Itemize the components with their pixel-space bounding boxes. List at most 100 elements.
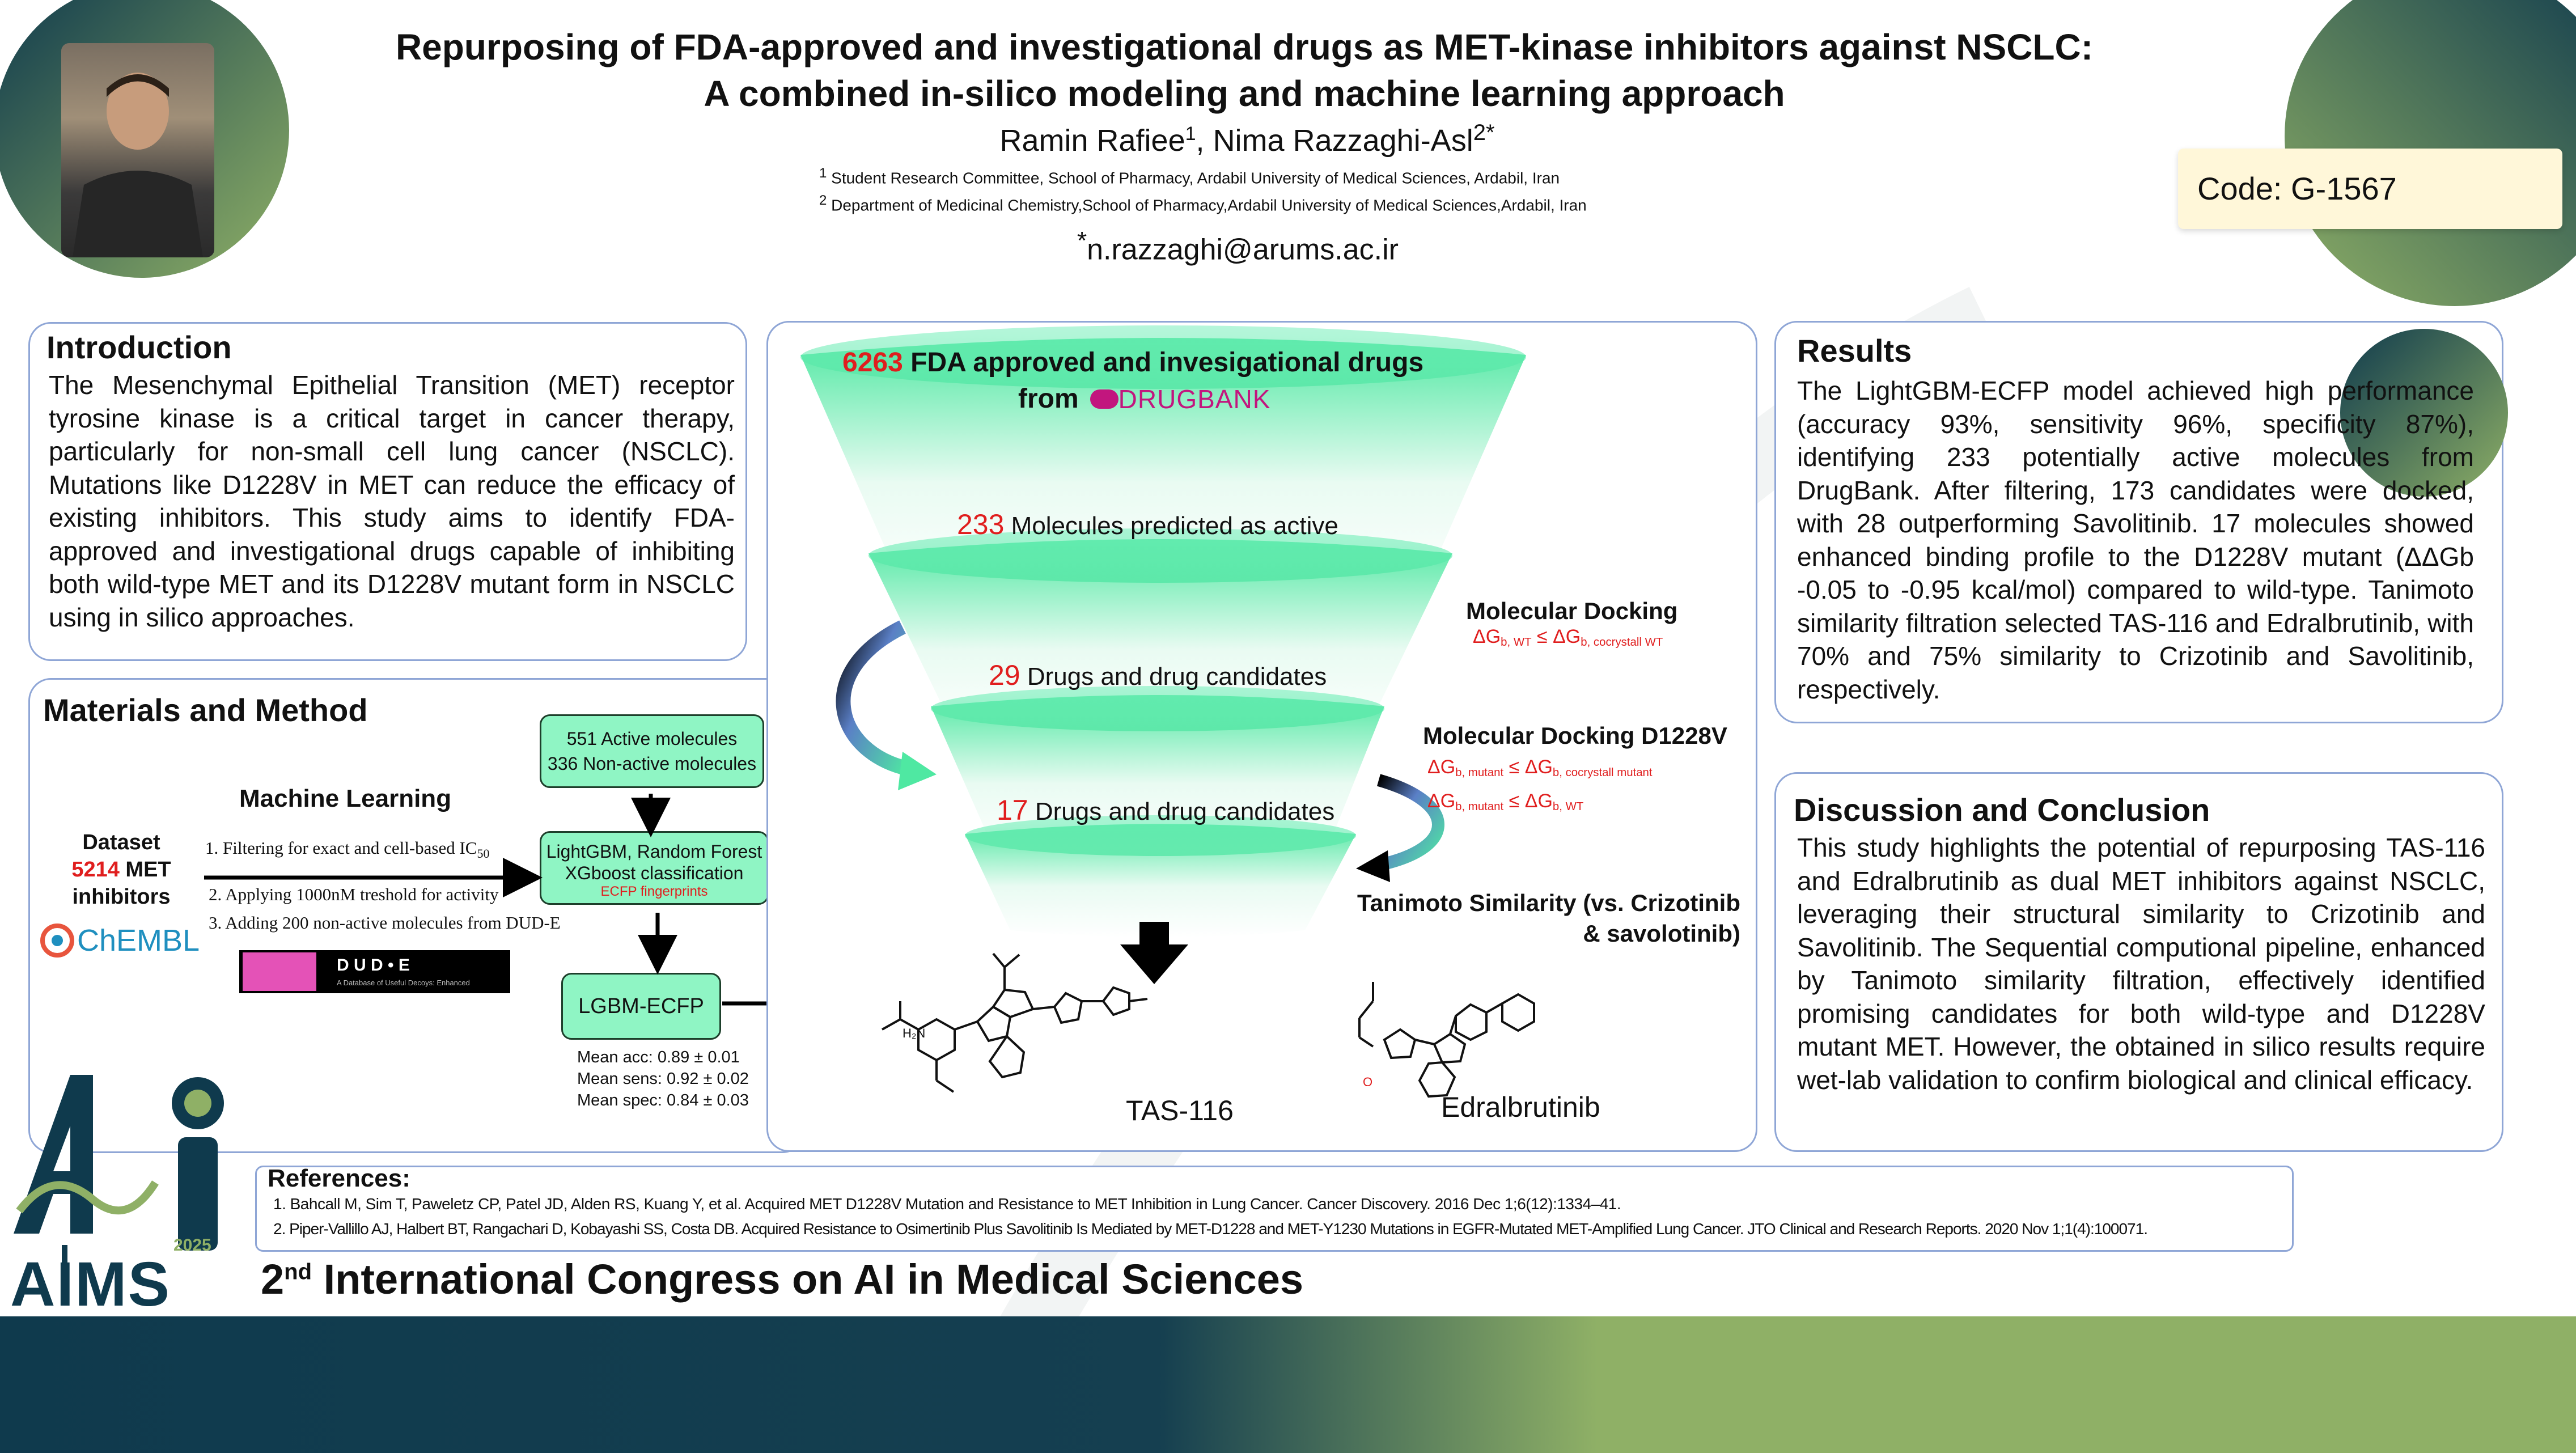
- chembl-text: ChEMBL: [77, 924, 200, 958]
- dude-mark: [243, 952, 316, 991]
- level-4-text: Drugs and drug candidates: [1028, 798, 1335, 825]
- step-docking-mutant: Molecular Docking D1228V: [1423, 722, 1727, 749]
- docking-crit-mid: ≤ ΔG: [1531, 626, 1581, 647]
- author-photo: [61, 43, 214, 257]
- docking-criterion: ΔGb, WT ≤ ΔGb, cocrystall WT: [1473, 626, 1663, 649]
- level-3-count: 29: [989, 659, 1020, 691]
- introduction-panel: [28, 322, 747, 661]
- drugbank-icon: [1090, 389, 1118, 409]
- dataset-line-2: MET: [119, 858, 171, 882]
- author-2-affil: 2*: [1473, 120, 1495, 145]
- ml-step-1: 1. Filtering for exact and cell-based IC…: [205, 838, 489, 861]
- mutant-crit2-sub1: b, mutant: [1455, 800, 1504, 814]
- funnel-tier-3: [931, 695, 1384, 857]
- classifier-line-3: ECFP fingerprints: [600, 884, 708, 899]
- code-text: Code: G-1567: [2197, 171, 2397, 206]
- funnel-source: from DRUGBANK: [1018, 383, 1270, 414]
- title-line-2: A combined in-silico modeling and machin…: [704, 73, 1785, 114]
- reference-1: 1. Bahcall M, Sim T, Paweletz CP, Patel …: [273, 1195, 1621, 1213]
- drugbank-text: DRUGBANK: [1118, 384, 1271, 414]
- email-text: n.razzaghi@arums.ac.ir: [1087, 233, 1399, 266]
- discussion-text: This study highlights the potential of r…: [1797, 833, 2485, 1095]
- congress-name: International Congress on AI in Medical …: [312, 1256, 1304, 1303]
- mutant-crit2-mid: ≤ ΔG: [1503, 790, 1553, 812]
- congress-ordinal: 2: [261, 1256, 285, 1303]
- dataset-count: 5214: [71, 858, 120, 882]
- affiliation-2-text: Department of Medicinal Chemistry,School…: [831, 196, 1587, 214]
- molecule-1-label: TAS-116: [1126, 1095, 1234, 1126]
- email-star: *: [1077, 227, 1087, 255]
- results-decor-circle: [2340, 329, 2508, 497]
- author-separator: ,: [1196, 124, 1213, 158]
- congress-title: 2nd International Congress on AI in Medi…: [261, 1255, 1303, 1303]
- mutant-crit1-sub1: b, mutant: [1455, 766, 1504, 780]
- level-2-text: Molecules predicted as active: [1004, 512, 1338, 540]
- contact-email: *n.razzaghi@arums.ac.ir: [1077, 227, 1399, 266]
- discussion-panel: [1774, 772, 2503, 1152]
- metric-accuracy: Mean acc: 0.89 ± 0.01: [577, 1048, 740, 1066]
- congress-ordinal-suffix: nd: [284, 1259, 312, 1285]
- model-metrics: Mean acc: 0.89 ± 0.01 Mean sens: 0.92 ± …: [577, 1047, 749, 1111]
- funnel: H₂N O: [800, 325, 1535, 1098]
- level-3-text: Drugs and drug candidates: [1020, 663, 1327, 691]
- docking-crit-a: ΔG: [1473, 626, 1501, 647]
- mutant-crit2-sub2: b, WT: [1552, 800, 1584, 814]
- references-panel: [255, 1166, 2294, 1252]
- docking-mutant-criterion-2: ΔGb, mutant ≤ ΔGb, WT: [1427, 790, 1583, 814]
- funnel-from: from: [1018, 384, 1079, 414]
- affiliation-2: 2 Department of Medicinal Chemistry,Scho…: [819, 193, 1587, 214]
- aims-logo-year: 2025: [173, 1236, 211, 1255]
- funnel-top-text: FDA approved and invesigational drugs: [903, 348, 1424, 378]
- down-arrow-icon: [1120, 922, 1188, 984]
- curved-arrow-left: [836, 620, 910, 776]
- ml-step-2: 2. Applying 1000nM treshold for activity: [209, 884, 499, 904]
- methods-title: Materials and Method: [43, 692, 368, 728]
- chembl-logo: ChEMBL: [40, 923, 200, 958]
- metric-specificity: Mean spec: 0.84 ± 0.03: [577, 1091, 749, 1109]
- ml-title: Machine Learning: [239, 785, 452, 812]
- results-title: Results: [1797, 333, 1912, 368]
- code-badge: Code: G-1567: [2178, 149, 2562, 229]
- funnel-level-2: 233 Molecules predicted as active: [957, 508, 1338, 541]
- affiliation-1-num: 1: [819, 166, 827, 181]
- discussion-title: Discussion and Conclusion: [1794, 792, 2210, 828]
- level-4-count: 17: [997, 794, 1028, 826]
- ml-step-1-text: 1. Filtering for exact and cell-based IC: [205, 838, 477, 858]
- mutant-crit2-a: ΔG: [1427, 790, 1456, 812]
- step-tanimoto: Tanimoto Similarity (vs. Crizotinib & sa…: [1349, 888, 1740, 949]
- docking-crit-sub1: b, WT: [1501, 636, 1532, 649]
- affiliation-2-num: 2: [819, 193, 827, 208]
- mutant-crit1-a: ΔG: [1427, 756, 1456, 778]
- docking-crit-sub2: b, cocrystall WT: [1581, 636, 1663, 649]
- drugbank-logo: DRUGBANK: [1090, 384, 1271, 414]
- mutant-crit1-sub2: b, cocrystall mutant: [1552, 766, 1653, 780]
- level-2-count: 233: [957, 509, 1005, 540]
- edralbrutinib-structure: [1358, 982, 1535, 1098]
- tanimoto-line-2: & savolotinib): [1583, 920, 1740, 947]
- dataset-line-1: Dataset: [82, 831, 160, 854]
- ml-step-1-sub: 50: [477, 846, 490, 861]
- nonactive-count: 336 Non-active molecules: [547, 753, 757, 774]
- active-count: 551 Active molecules: [566, 728, 738, 749]
- title-line-1: Repurposing of FDA-approved and investig…: [395, 27, 2094, 67]
- ml-step-3: 3. Adding 200 non-active molecules from …: [209, 913, 561, 933]
- dude-subtitle: A Database of Useful Decoys: Enhanced: [337, 978, 470, 987]
- tanimoto-line-1: Tanimoto Similarity (vs. Crizotinib: [1357, 889, 1740, 916]
- metric-sensitivity: Mean sens: 0.92 ± 0.02: [577, 1070, 749, 1088]
- molecule-2-label: Edralbrutinib: [1441, 1091, 1600, 1123]
- aims-logo: [14, 1075, 224, 1302]
- references-title: References:: [268, 1164, 410, 1192]
- funnel-top-label: 6263 FDA approved and invesigational dru…: [842, 347, 1423, 378]
- funnel-tier-2: [868, 539, 1452, 740]
- method-arrows: [204, 462, 833, 1006]
- author-1: Ramin Rafiee: [999, 124, 1185, 158]
- affiliation-1-text: Student Research Committee, School of Ph…: [831, 169, 1560, 187]
- footer-band: [0, 1316, 2576, 1453]
- aims-letter-a: [14, 1075, 93, 1234]
- chembl-icon: [40, 924, 74, 958]
- poster-title: Repurposing of FDA-approved and investig…: [317, 24, 2171, 117]
- reference-2: 2. Piper-Vallillo AJ, Halbert BT, Rangac…: [273, 1220, 2148, 1238]
- classifier-line-1: LightGBM, Random Forest: [546, 841, 762, 862]
- svg-text:O: O: [1363, 1075, 1372, 1089]
- author-1-affil: 1: [1185, 123, 1196, 145]
